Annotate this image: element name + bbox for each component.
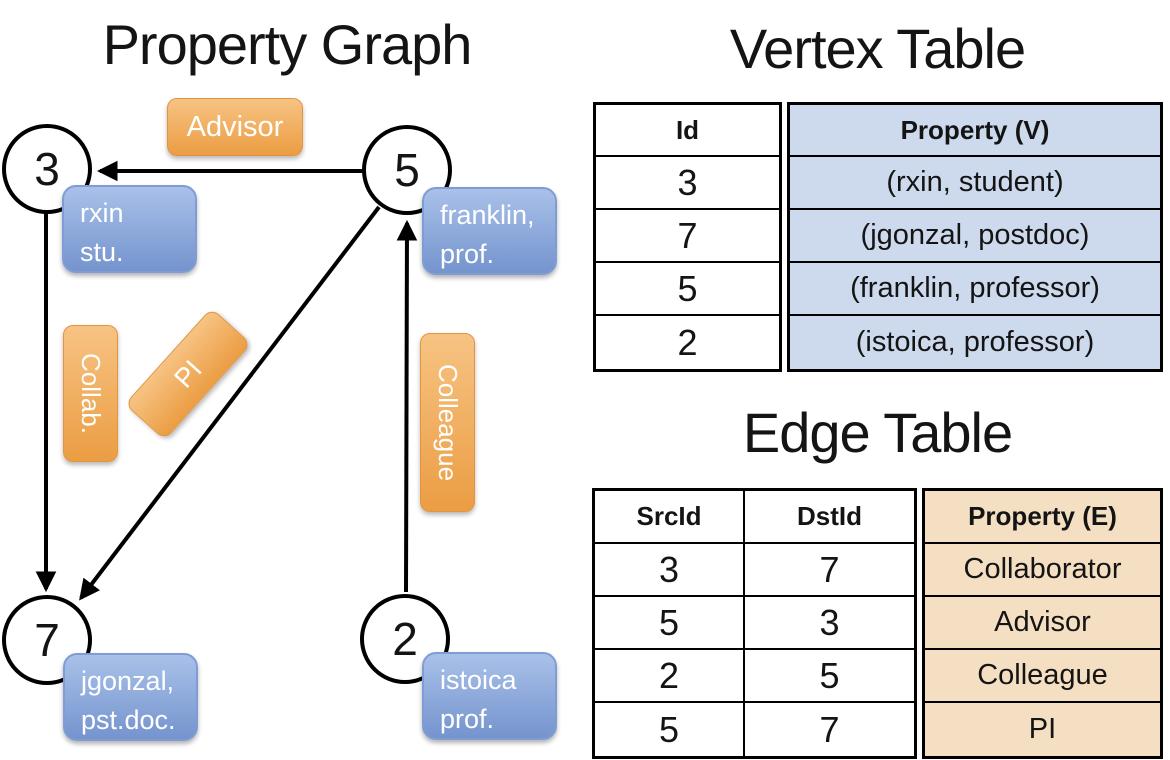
table-cell: 7 <box>596 210 779 263</box>
table-cell: Colleague <box>925 650 1160 703</box>
vertex-prop-box-jgonzal: jgonzal, pst.doc. <box>63 653 198 741</box>
table-cell: 2 <box>595 650 743 703</box>
prop-line: prof. <box>440 704 495 735</box>
edge-pi-5-to-7 <box>79 205 381 601</box>
edge-table-property-header: Property (E) <box>925 491 1160 544</box>
edge-table-dstid-column: DstId 7 3 5 7 <box>745 491 914 756</box>
table-cell: 5 <box>658 708 680 750</box>
prop-line: franklin, <box>440 200 535 230</box>
edge-table-dstid-header: DstId <box>745 491 914 544</box>
table-cell: 3 <box>595 544 743 597</box>
table-cell: PI <box>925 703 1160 756</box>
edge-label-colleague: Colleague <box>420 333 475 512</box>
table-cell: (rxin, student) <box>790 157 1160 210</box>
table-cell: (franklin, professor) <box>790 263 1160 316</box>
edge-colleague-2-to-5 <box>396 219 418 593</box>
table-cell: Advisor <box>925 597 1160 650</box>
vertex-id: 2 <box>392 613 418 665</box>
prop-line: stu. <box>80 237 124 268</box>
vertex-prop-box-franklin: franklin, prof. <box>422 187 557 275</box>
table-cell: (jgonzal, postdoc) <box>790 210 1160 263</box>
edge-label-advisor: Advisor <box>167 98 303 156</box>
prop-line: pst.doc. <box>81 705 176 736</box>
prop-line: jgonzal, <box>81 666 175 696</box>
edge-label-text: Advisor <box>186 110 284 143</box>
vertex-id: 3 <box>34 143 60 195</box>
vertex-table-id-column: Id 3 7 5 2 <box>593 102 782 372</box>
edge-table-srcid-header: SrcId <box>595 491 743 544</box>
vertex-table-title: Vertex Table <box>729 17 1026 80</box>
vertex-prop-box-rxin: rxin stu. <box>62 185 197 273</box>
table-cell: 2 <box>677 321 698 363</box>
vertex-node-5: 5 <box>362 125 452 215</box>
vertex-id: 5 <box>394 144 420 196</box>
table-cell: 5 <box>596 263 779 316</box>
vertex-node-2: 2 <box>360 594 450 684</box>
prop-line: prof. <box>440 239 495 270</box>
edge-table-srcid-column: SrcId 3 5 2 5 <box>595 491 745 756</box>
vertex-prop-box-istoica: istoica prof. <box>422 652 557 740</box>
prop-line: istoica <box>440 665 517 695</box>
table-cell: 5 <box>595 597 743 650</box>
vertex-id: 7 <box>34 614 60 666</box>
table-cell: 7 <box>745 544 914 597</box>
vertex-table-property-header: Property (V) <box>790 105 1160 157</box>
table-cell: 7 <box>819 708 840 750</box>
edge-label-collab: Collab. <box>63 325 118 462</box>
table-cell: Collaborator <box>925 544 1160 597</box>
edge-table-id-columns: SrcId 3 5 2 5 DstId 7 3 5 7 <box>592 488 917 759</box>
table-cell: 3 <box>745 597 914 650</box>
edge-table-title: Edge Table <box>742 401 1013 464</box>
table-cell: 5 <box>745 650 914 703</box>
prop-line: rxin <box>80 198 124 228</box>
edge-label-text: Colleague <box>433 363 463 482</box>
edge-label-text: PI <box>167 354 208 394</box>
table-cell: 3 <box>596 157 779 210</box>
vertex-table-id-header: Id <box>596 105 779 157</box>
edge-table-property-column: Property (E) Collaborator Advisor Collea… <box>922 488 1163 759</box>
property-graph-title: Property Graph <box>102 13 473 76</box>
vertex-table-property-column: Property (V) (rxin, student) (jgonzal, p… <box>787 102 1163 372</box>
table-cell: (istoica, professor) <box>790 316 1160 369</box>
edge-label-text: Collab. <box>76 353 106 434</box>
